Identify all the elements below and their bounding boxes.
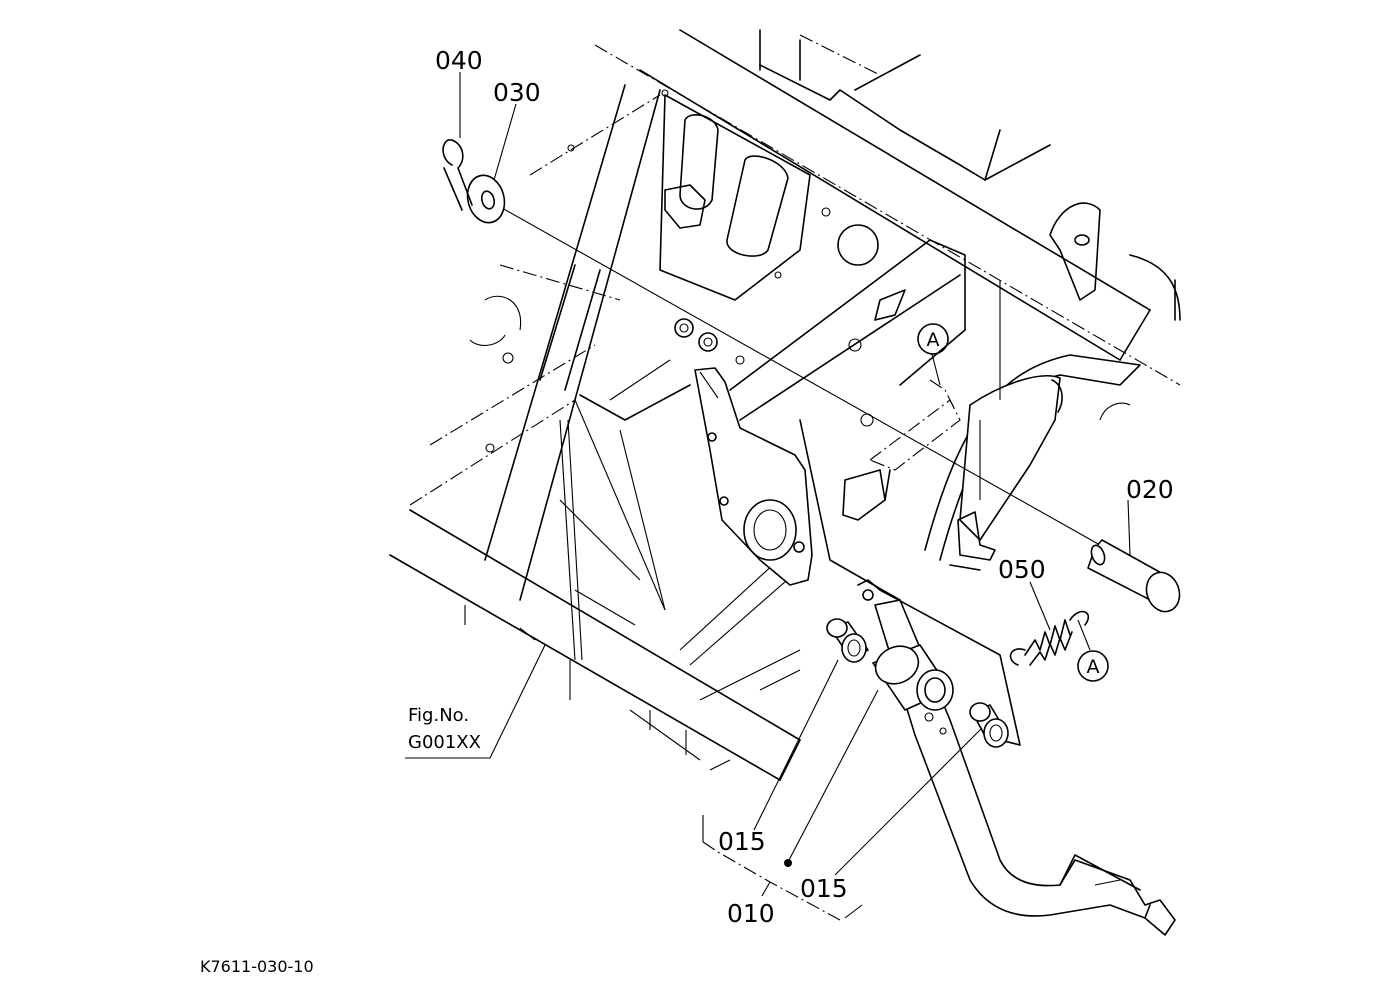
reference-a-lower-label: A (1087, 656, 1100, 678)
callout-010: 010 (727, 899, 775, 928)
pivot-axis-line (469, 189, 1101, 546)
callout-040: 040 (435, 46, 483, 75)
washer (466, 174, 506, 224)
assembly-dot-marker (784, 859, 792, 867)
pedal-boss (872, 644, 954, 711)
callout-030: 030 (493, 78, 541, 107)
chassis-frame (389, 29, 1181, 781)
clutch-pedal (857, 579, 1176, 936)
bushing-lower (969, 702, 1009, 748)
figure-note-line2: G001XX (408, 732, 481, 753)
leader-lines (405, 72, 1131, 876)
callout-020: 020 (1126, 475, 1174, 504)
pivot-pin (1087, 539, 1181, 613)
pedal-bracket (694, 367, 961, 586)
callout-050: 050 (998, 555, 1046, 584)
cotter-pin (442, 139, 473, 211)
assembly-bracket-010 (702, 815, 863, 921)
reference-a-upper: A (917, 323, 949, 355)
callout-015-upper: 015 (718, 827, 766, 856)
callout-015-lower: 015 (800, 874, 848, 903)
side-lever (924, 280, 1141, 571)
reference-a-upper-label: A (927, 329, 940, 351)
reference-a-lower: A (1077, 650, 1109, 682)
return-spring (1009, 610, 1090, 666)
bushing-upper (826, 618, 869, 663)
figure-note-line1: Fig.No. (408, 705, 469, 726)
drawing-code: K7611-030-10 (200, 957, 314, 976)
